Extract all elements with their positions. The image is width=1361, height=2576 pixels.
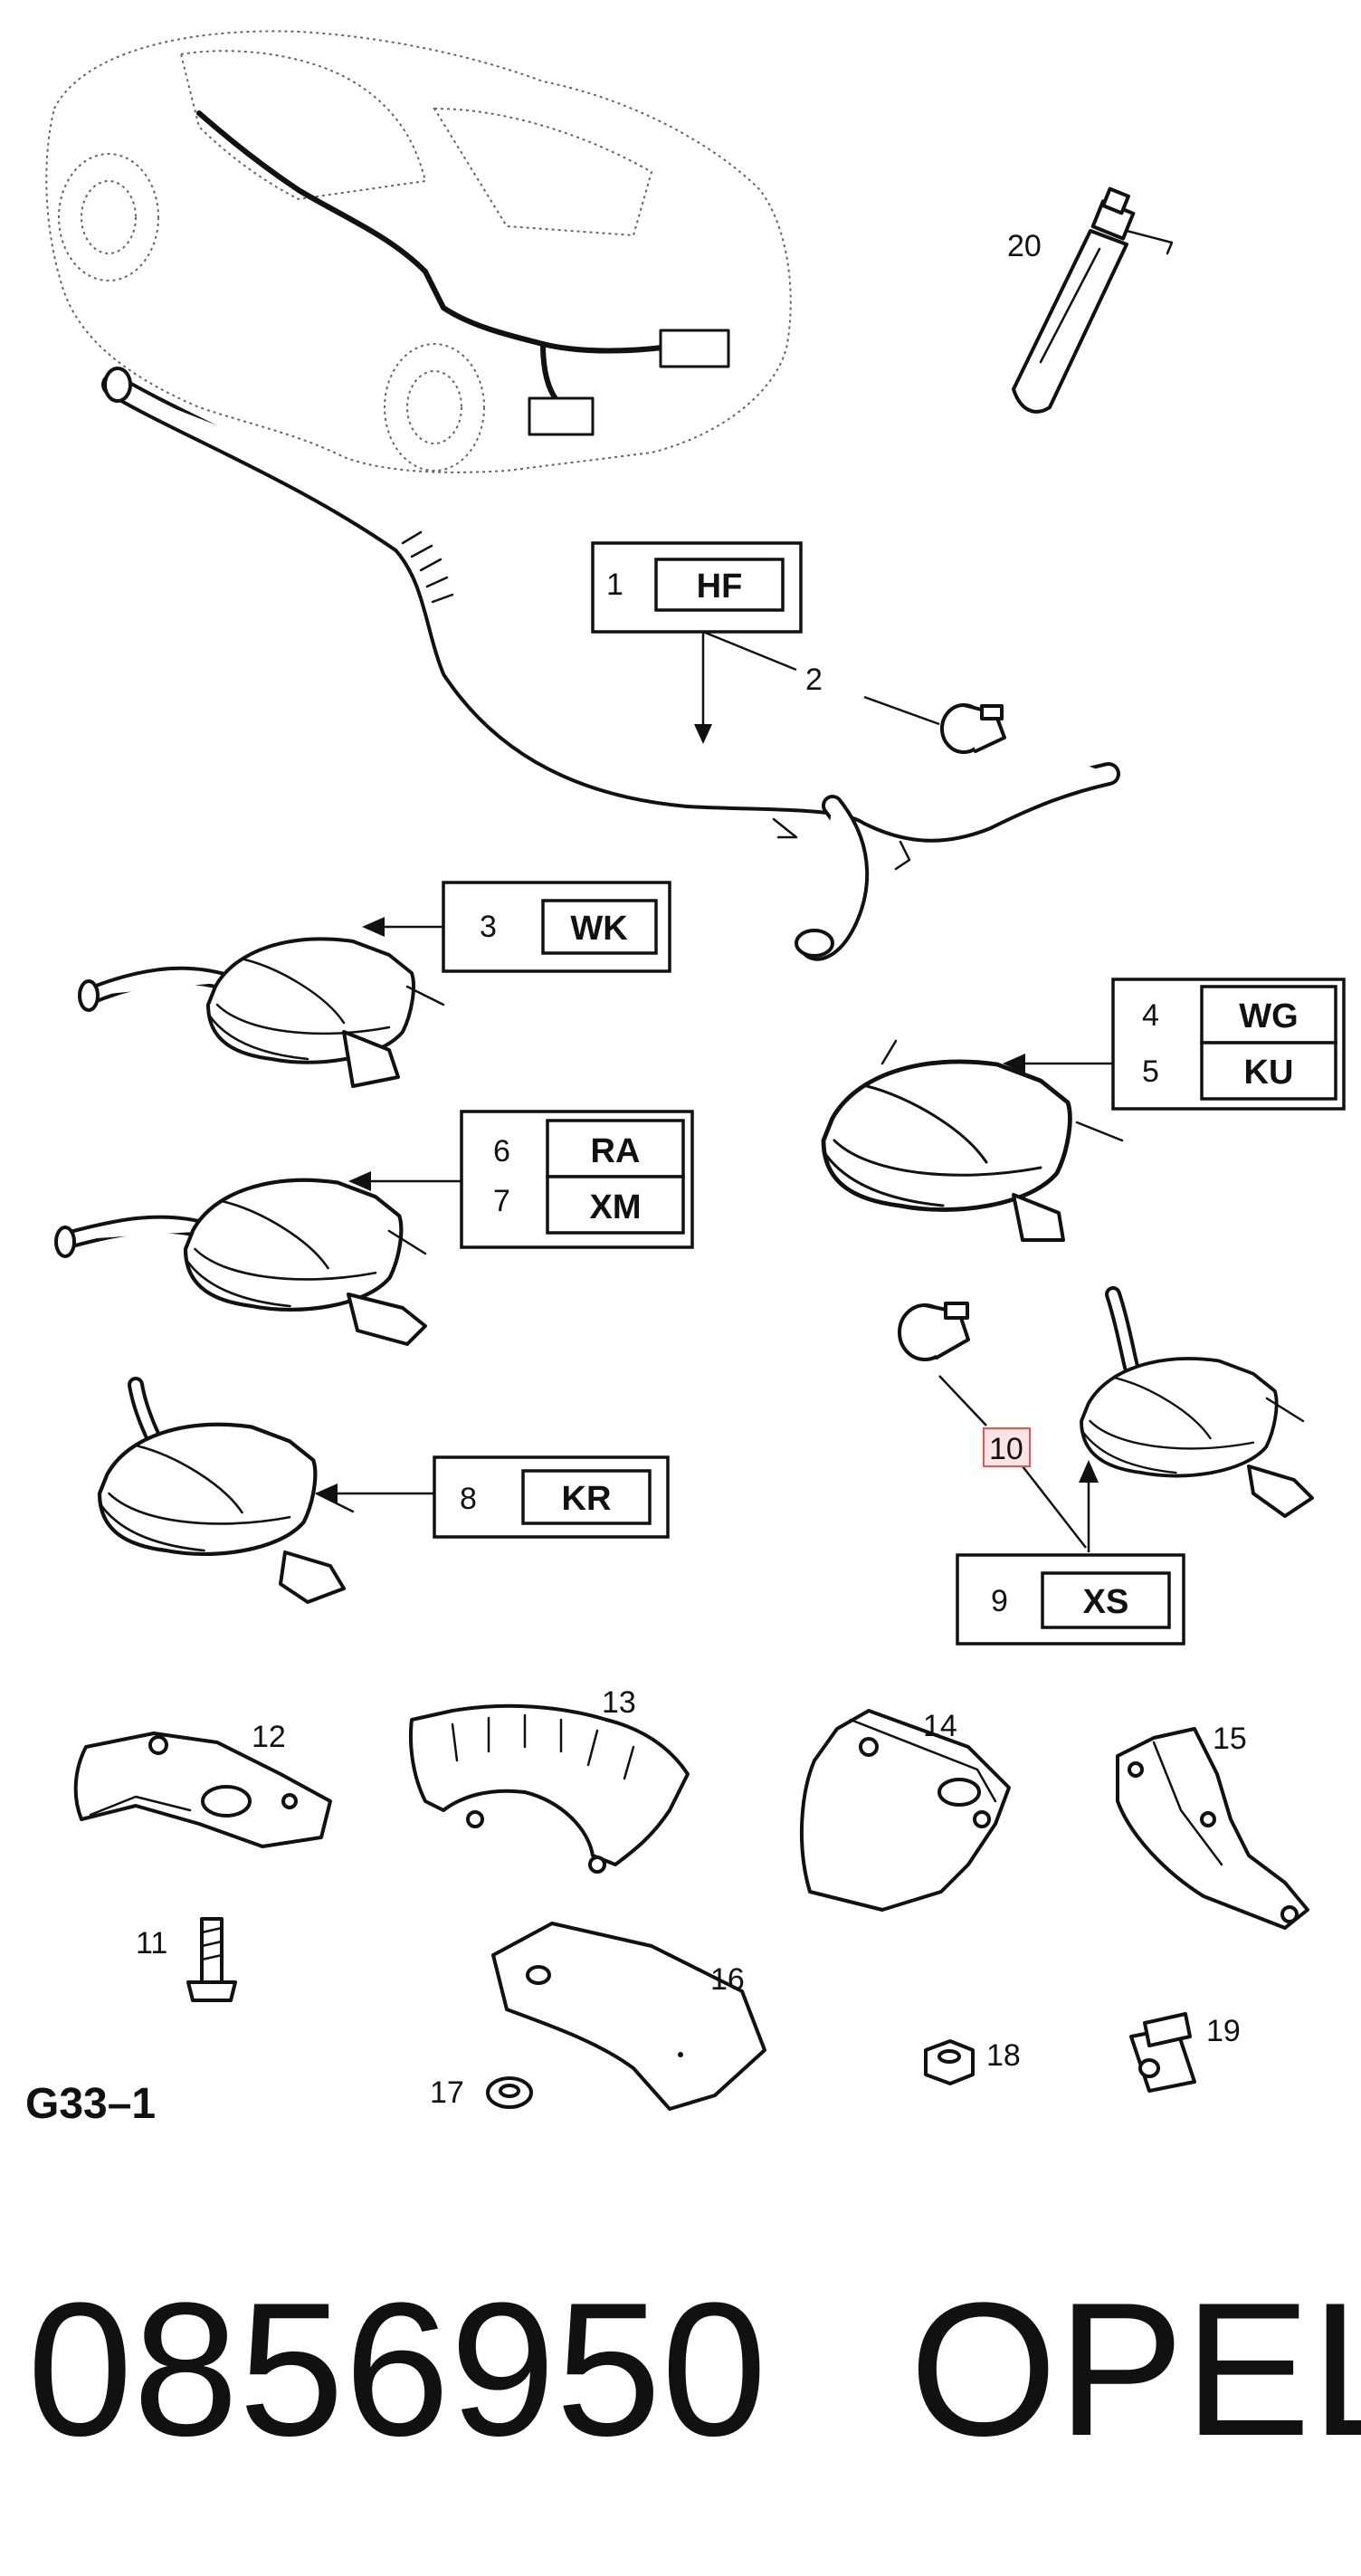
svg-text:1: 1 bbox=[606, 568, 623, 602]
callout-1: 1 HF bbox=[591, 541, 803, 634]
label-11: 11 bbox=[136, 1926, 167, 1961]
part-number: 0856950 bbox=[27, 2263, 767, 2476]
heat-shield-14-part bbox=[799, 1709, 1011, 1912]
label-13: 13 bbox=[602, 1685, 636, 1720]
rear-muffler-wg-ku-part bbox=[823, 1039, 1124, 1242]
callout-10-highlighted: 10 bbox=[983, 1427, 1031, 1467]
callout-6-7: 6 7 RA XM bbox=[460, 1110, 694, 1249]
heat-shield-13-part bbox=[408, 1703, 690, 1874]
rear-muffler-ra-xm-part bbox=[54, 1180, 427, 1346]
muffler-clamp-part bbox=[898, 1302, 970, 1361]
label-18: 18 bbox=[986, 2038, 1021, 2073]
svg-text:HF: HF bbox=[697, 568, 743, 606]
svg-text:3: 3 bbox=[480, 910, 497, 944]
svg-text:5: 5 bbox=[1142, 1054, 1159, 1089]
rear-muffler-xs-part bbox=[1080, 1286, 1314, 1518]
svg-text:7: 7 bbox=[493, 1184, 510, 1218]
svg-text:KU: KU bbox=[1244, 1054, 1294, 1092]
exhaust-clamp-part bbox=[940, 703, 1006, 754]
heat-shield-16-part bbox=[491, 1922, 766, 2111]
label-20: 20 bbox=[1007, 229, 1042, 263]
svg-text:9: 9 bbox=[991, 1584, 1008, 1618]
washer-part bbox=[486, 2076, 533, 2109]
callout-3: 3 WK bbox=[442, 881, 671, 973]
sealant-tube-part bbox=[1012, 186, 1174, 414]
svg-text:XM: XM bbox=[590, 1188, 642, 1226]
callout-4-5: 4 5 WG KU bbox=[1111, 978, 1346, 1111]
clip-nut-part bbox=[1129, 2012, 1196, 2093]
center-exhaust-pipe-part bbox=[101, 367, 1120, 961]
car-overview-illustration bbox=[45, 30, 792, 473]
diagram-reference: G33–1 bbox=[25, 2080, 156, 2128]
rear-muffler-kr-part bbox=[100, 1377, 355, 1604]
svg-text:10: 10 bbox=[989, 1432, 1023, 1466]
brand-name: OPEL bbox=[909, 2263, 1361, 2476]
callout-9: 9 XS bbox=[956, 1553, 1185, 1646]
svg-text:RA: RA bbox=[591, 1132, 641, 1170]
nut-part bbox=[924, 2039, 975, 2085]
rear-muffler-wk-part bbox=[78, 937, 445, 1088]
svg-text:4: 4 bbox=[1142, 998, 1159, 1033]
label-14: 14 bbox=[923, 1709, 957, 1743]
heat-shield-15-part bbox=[1116, 1727, 1309, 1930]
label-15: 15 bbox=[1213, 1722, 1247, 1756]
label-12: 12 bbox=[252, 1720, 286, 1754]
svg-text:KR: KR bbox=[562, 1480, 612, 1518]
svg-text:8: 8 bbox=[460, 1482, 477, 1516]
label-17: 17 bbox=[430, 2075, 464, 2110]
bolt-part bbox=[186, 1917, 237, 2002]
label-16: 16 bbox=[710, 1962, 745, 1997]
callout-2-label: 2 bbox=[805, 663, 823, 697]
label-19: 19 bbox=[1206, 2014, 1241, 2048]
heat-shield-12-part bbox=[73, 1732, 332, 1848]
svg-text:WG: WG bbox=[1239, 997, 1298, 1035]
callout-8: 8 KR bbox=[433, 1455, 670, 1539]
svg-text:XS: XS bbox=[1083, 1583, 1129, 1621]
svg-text:WK: WK bbox=[570, 910, 628, 948]
svg-text:6: 6 bbox=[493, 1134, 510, 1169]
